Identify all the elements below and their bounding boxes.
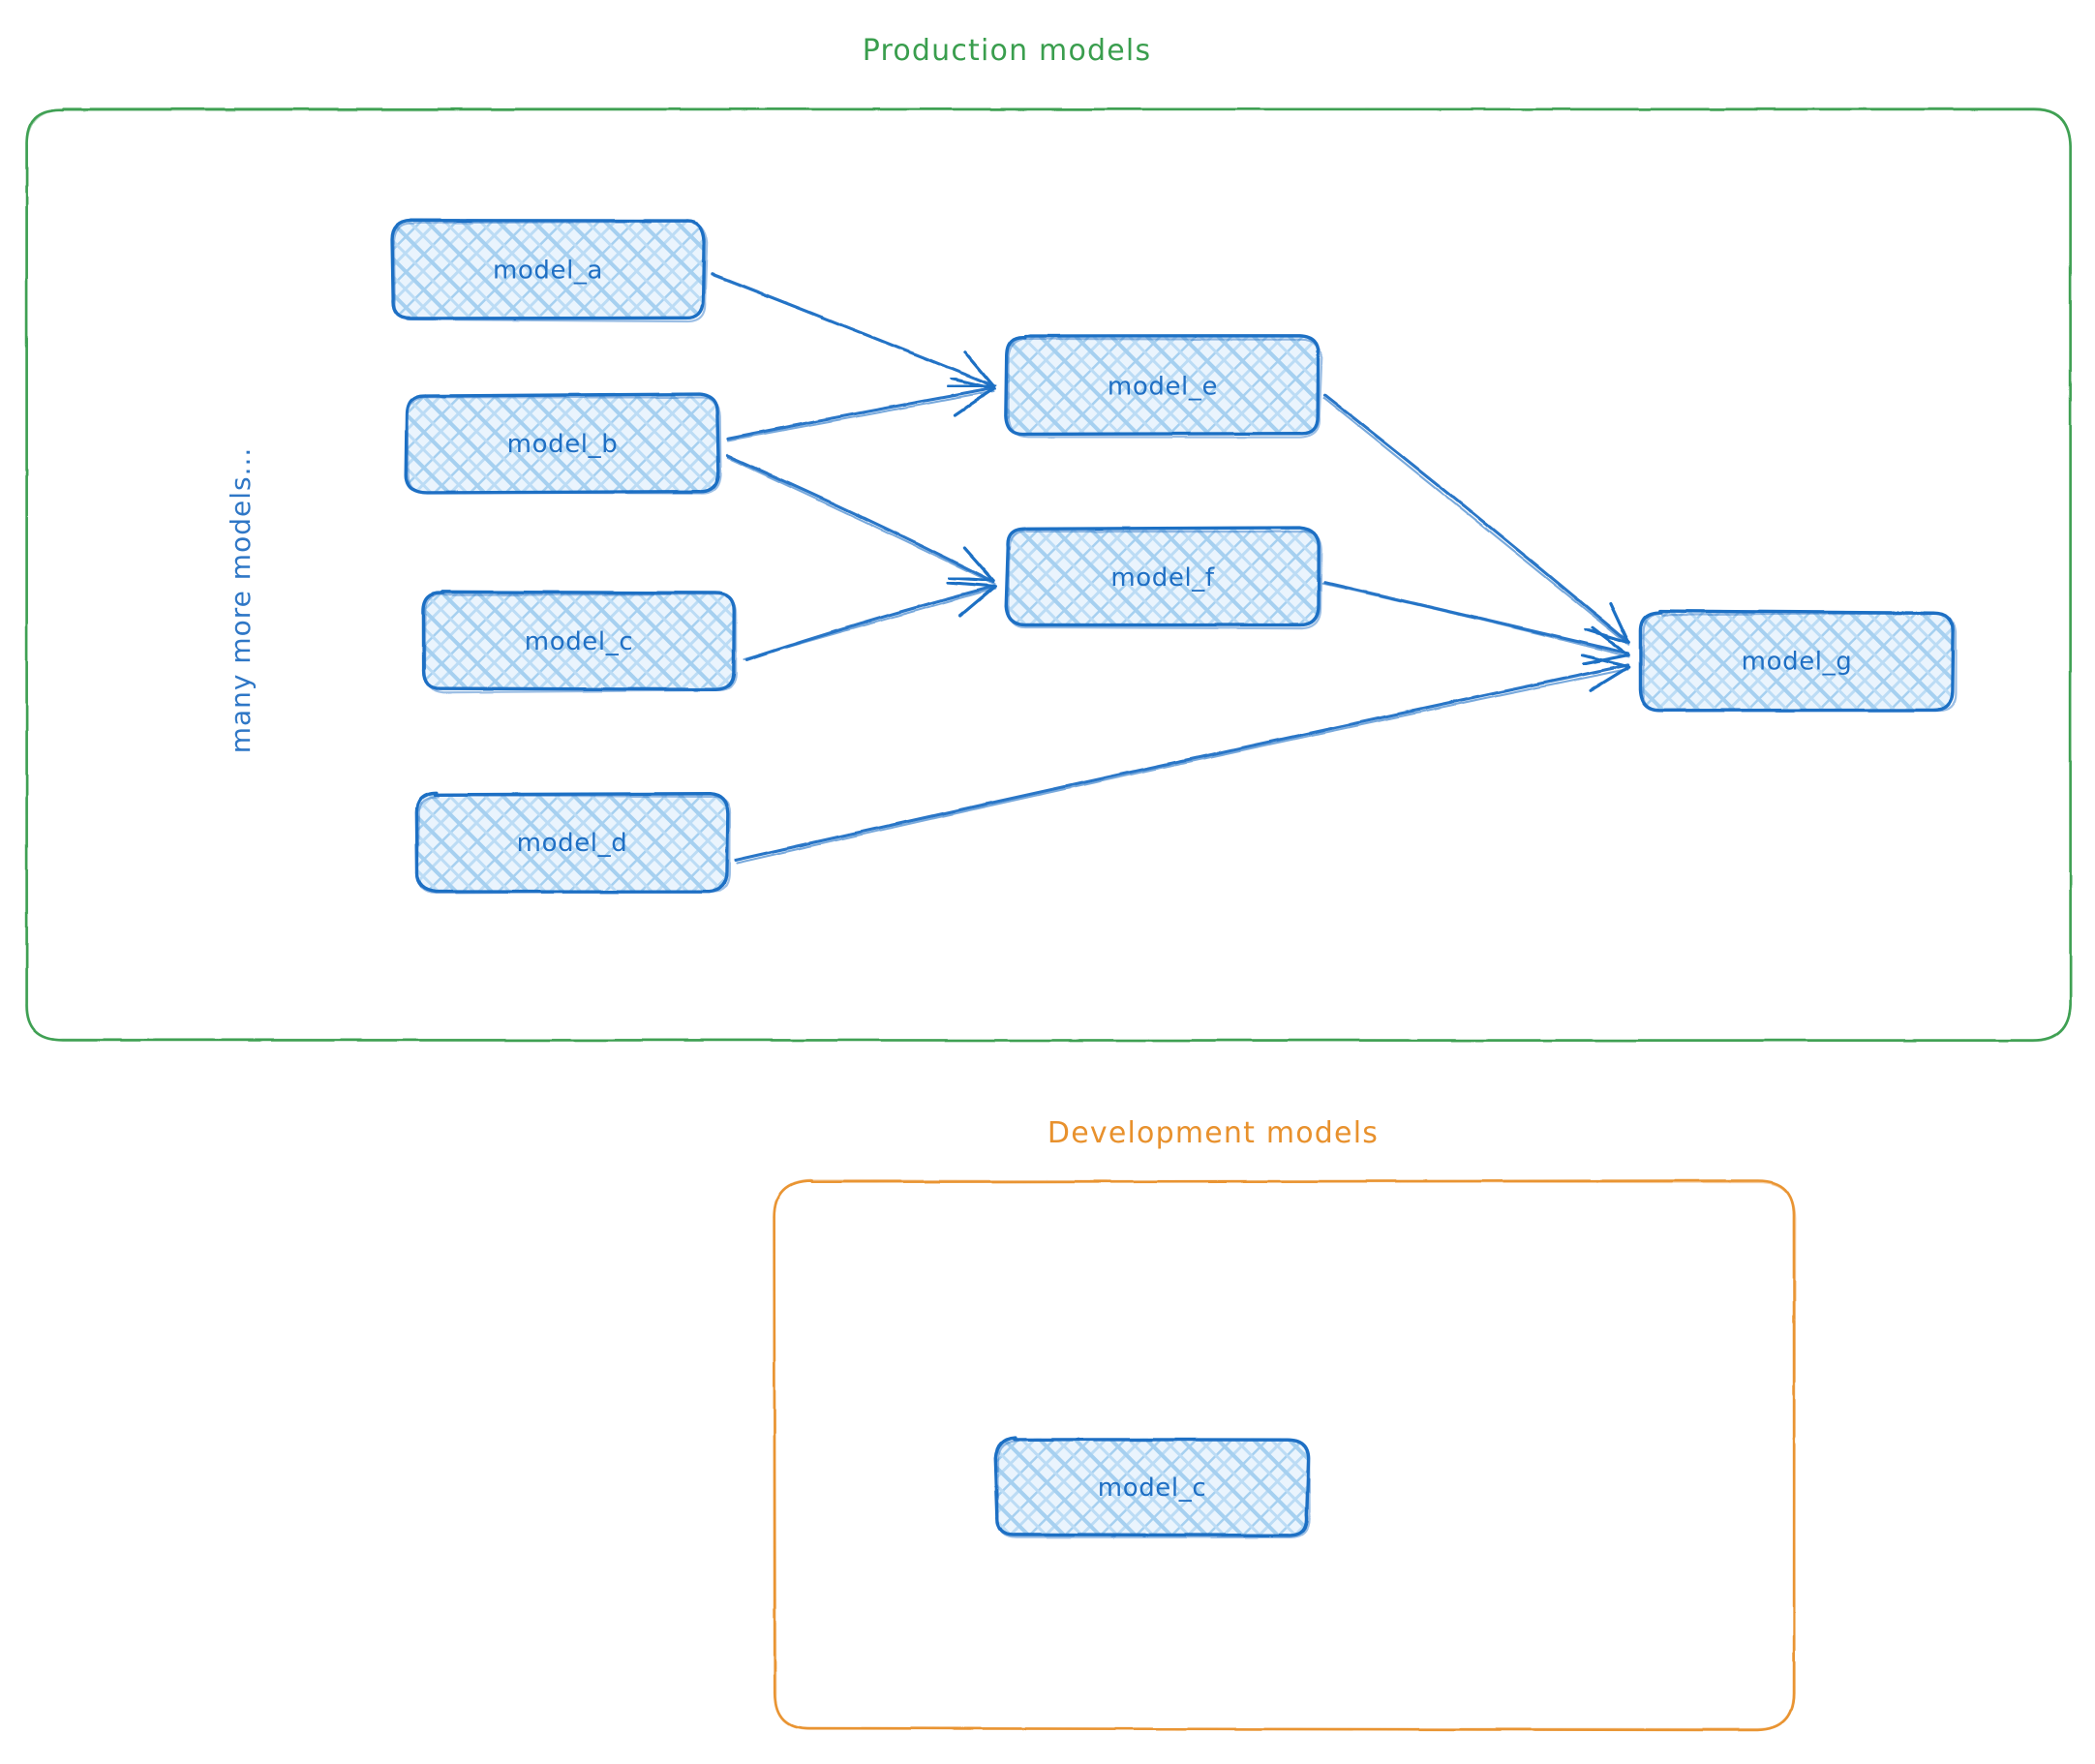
- node-label-model_f: model_f: [1110, 563, 1215, 593]
- group-title-development: Development models: [1048, 1116, 1379, 1150]
- side-label-many-more-models: many more models...: [225, 447, 257, 754]
- node-dev_model_c[interactable]: model_c: [995, 1438, 1309, 1537]
- edge-shaft: [1324, 395, 1628, 642]
- node-model_a[interactable]: model_a: [392, 220, 707, 321]
- edge-f-to-g: [1323, 583, 1629, 664]
- edge-d-to-g: [735, 655, 1628, 864]
- node-model_e[interactable]: model_e: [1006, 336, 1321, 438]
- edge-shaft: [712, 275, 993, 386]
- node-model_d[interactable]: model_d: [416, 793, 730, 894]
- node-label-model_e: model_e: [1108, 373, 1218, 402]
- arrowhead-barb: [949, 583, 994, 587]
- node-label-model_a: model_a: [493, 257, 603, 286]
- edge-a-to-e: [712, 274, 994, 386]
- node-label-model_b: model_b: [507, 430, 619, 459]
- node-label-dev_model_c: model_c: [1098, 1474, 1206, 1503]
- edge-shaft: [1324, 398, 1629, 645]
- edge-b-to-f: [727, 456, 995, 584]
- node-model_f[interactable]: model_f: [1006, 528, 1321, 628]
- edge-shaft: [737, 669, 1627, 863]
- node-label-model_g: model_g: [1742, 648, 1853, 677]
- nodes: model_a model_b model_c model_d model_emodel…: [392, 220, 1956, 1537]
- edge-c-to-f: [744, 583, 995, 660]
- edge-shaft: [744, 589, 995, 659]
- edge-shaft: [728, 388, 993, 439]
- node-model_g[interactable]: model_g: [1640, 611, 1956, 711]
- node-label-model_d: model_d: [517, 829, 628, 858]
- node-model_c[interactable]: model_c: [423, 592, 736, 692]
- node-label-model_c: model_c: [525, 627, 633, 656]
- edge-e-to-g: [1324, 395, 1629, 645]
- edge-shaft: [1323, 584, 1629, 657]
- group-title-production: Production models: [863, 34, 1152, 68]
- edge-shaft: [728, 458, 995, 584]
- node-model_b[interactable]: model_b: [407, 394, 721, 494]
